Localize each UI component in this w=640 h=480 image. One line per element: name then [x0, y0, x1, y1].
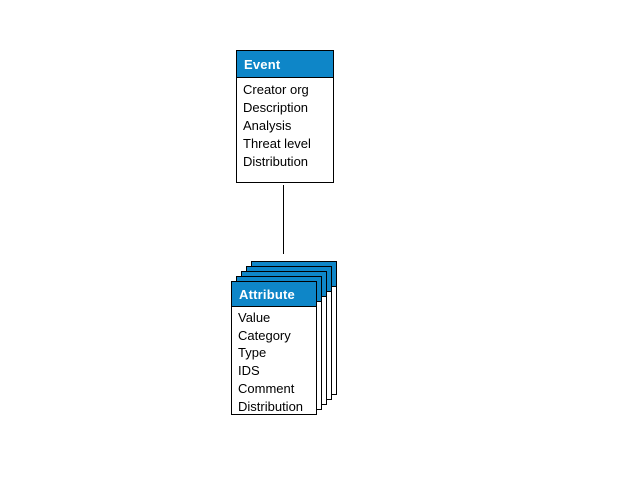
- field-label: Threat level: [243, 136, 311, 151]
- field-label: Creator org: [243, 82, 309, 97]
- field-label: Comment: [238, 380, 295, 396]
- field-label: IDS: [238, 363, 260, 379]
- event-title: Event: [244, 56, 281, 72]
- attribute-header: Attribute: [232, 282, 316, 307]
- field-label: Category: [238, 327, 291, 343]
- field-label: Type: [238, 345, 267, 361]
- field-label: Description: [243, 100, 309, 115]
- event-attribute-connector-line: [283, 185, 284, 254]
- field-label: Analysis: [243, 118, 292, 133]
- field-label: Value: [238, 310, 271, 325]
- field-label: Distribution: [243, 154, 309, 169]
- field-label: Distribution: [238, 398, 304, 414]
- attribute-title: Attribute: [239, 286, 295, 302]
- event-header: Event: [237, 51, 333, 78]
